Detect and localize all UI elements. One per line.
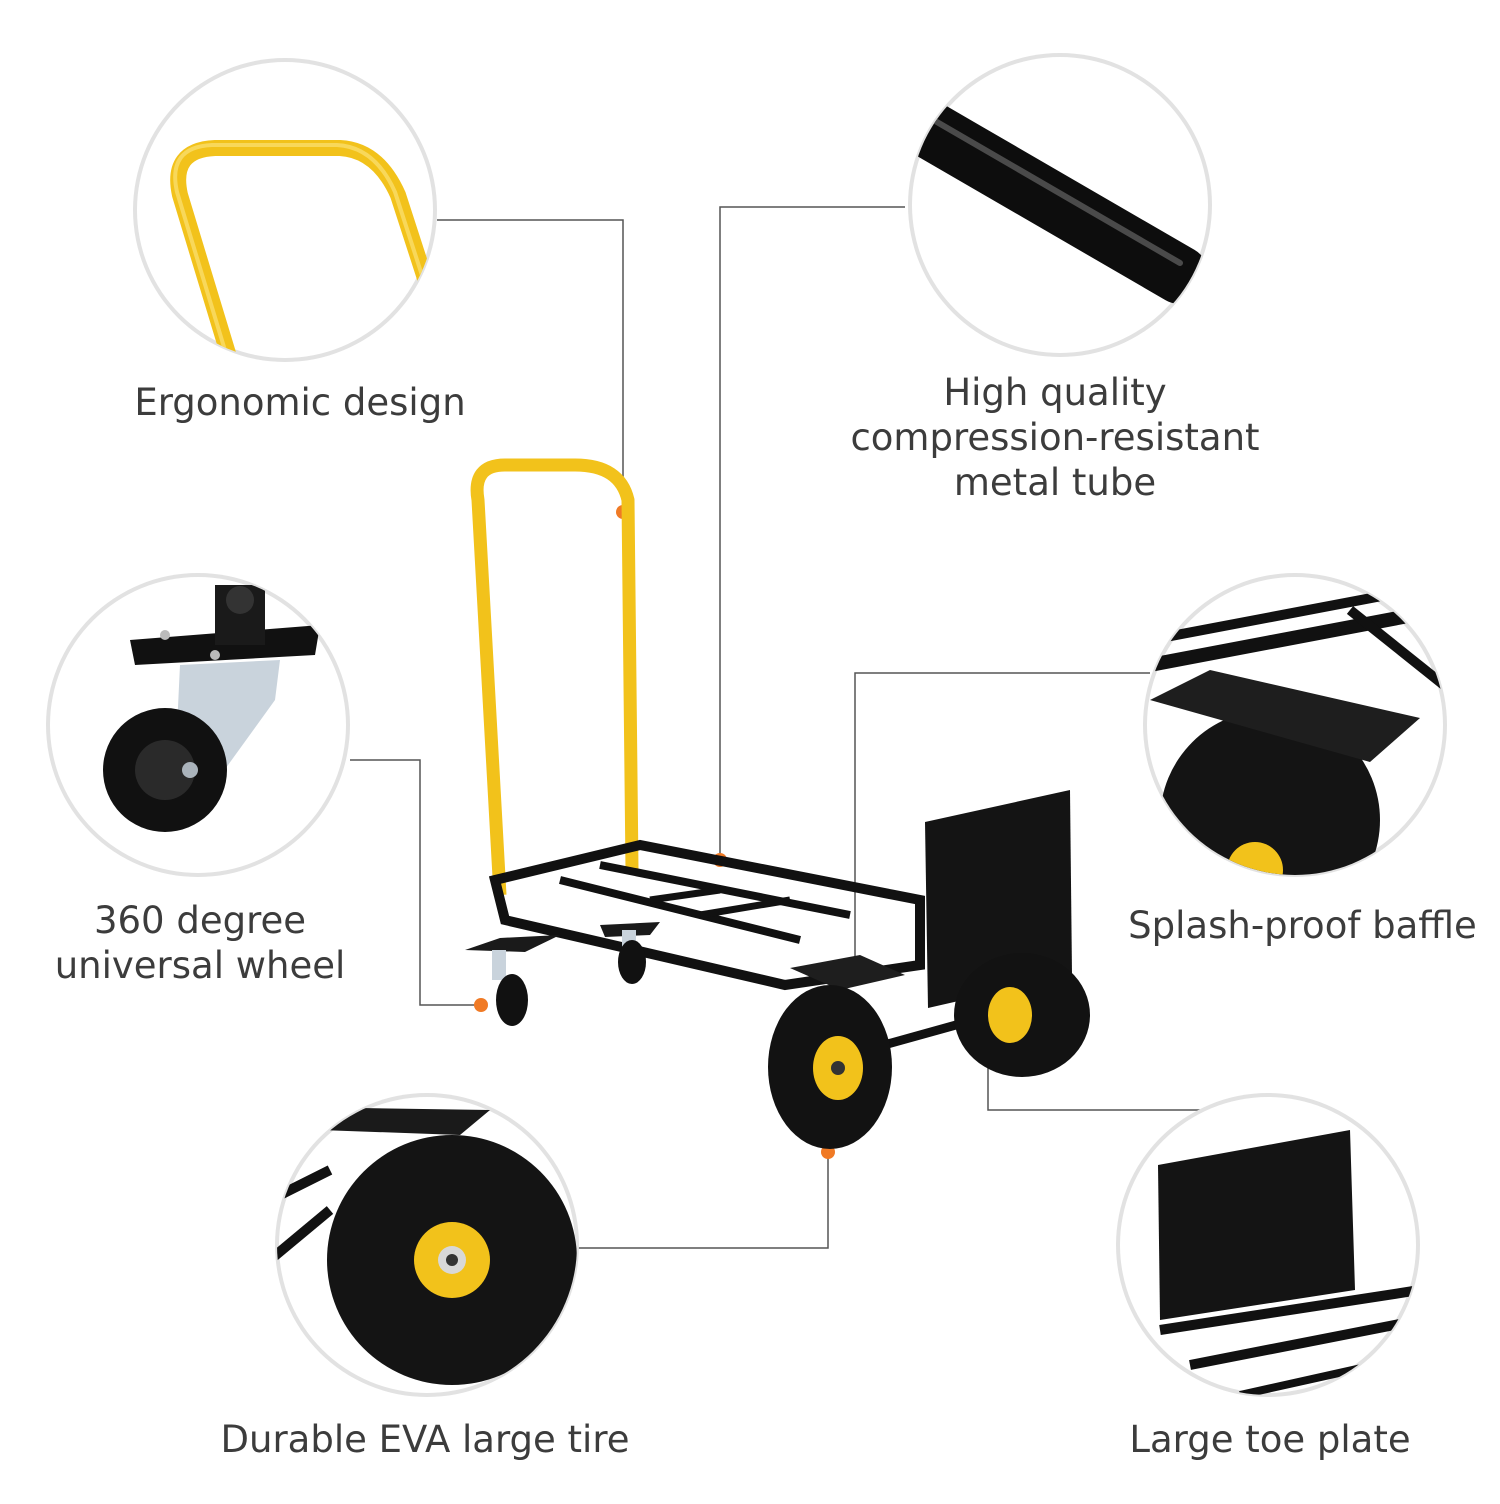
label-tire-text: Durable EVA large tire bbox=[220, 1418, 630, 1461]
hand-truck-illustration bbox=[465, 458, 1090, 1149]
handle-closeup-icon bbox=[133, 58, 437, 362]
label-metal-tube-line1: High quality bbox=[943, 371, 1167, 414]
label-toe-plate-text: Large toe plate bbox=[1129, 1418, 1411, 1461]
label-universal-wheel-line1: 360 degree bbox=[93, 899, 307, 942]
marker-dots bbox=[474, 505, 995, 1159]
label-universal-wheel-line2: universal wheel bbox=[54, 944, 346, 987]
label-metal-tube-line3: metal tube bbox=[953, 461, 1157, 504]
label-ergonomic-design: Ergonomic design bbox=[70, 380, 530, 425]
label-eva-tire: Durable EVA large tire bbox=[190, 1417, 660, 1462]
leader-tire bbox=[578, 1152, 829, 1249]
leader-universal-wheel bbox=[350, 759, 481, 1006]
leader-baffle bbox=[854, 672, 1150, 970]
label-metal-tube-line2: compression-resistant bbox=[850, 416, 1260, 459]
label-universal-wheel: 360 degree universal wheel bbox=[20, 898, 380, 988]
label-toe-plate: Large toe plate bbox=[1100, 1417, 1440, 1462]
baffle-closeup-icon bbox=[1143, 573, 1447, 877]
tube-closeup-icon bbox=[908, 53, 1212, 357]
tire-closeup-icon bbox=[275, 1093, 579, 1397]
label-metal-tube: High quality compression-resistant metal… bbox=[780, 370, 1330, 505]
label-splash-proof-baffle: Splash-proof baffle bbox=[1110, 903, 1495, 948]
leader-ergonomic bbox=[437, 219, 624, 512]
label-baffle-text: Splash-proof baffle bbox=[1128, 904, 1477, 947]
leader-metal-tube bbox=[719, 206, 905, 858]
toe-plate-closeup-icon bbox=[1116, 1093, 1420, 1397]
dot-caster bbox=[474, 998, 488, 1012]
label-ergonomic-text: Ergonomic design bbox=[134, 381, 466, 424]
caster-closeup-icon bbox=[46, 573, 350, 877]
